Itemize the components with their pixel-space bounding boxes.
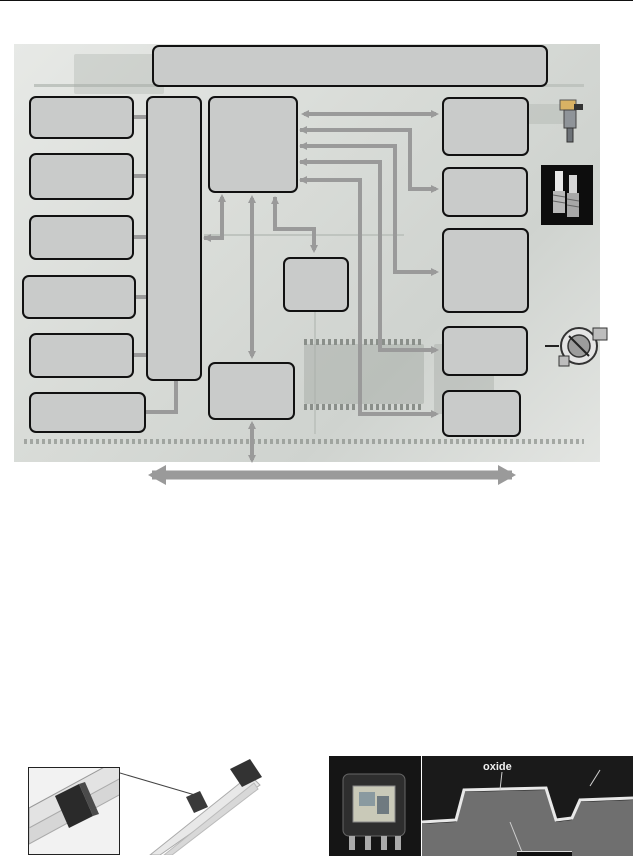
input-block-4 — [22, 275, 136, 319]
input-interface-block — [146, 96, 202, 381]
output-block-3 — [442, 228, 529, 313]
input-block-3 — [29, 215, 134, 260]
input-block-5 — [29, 333, 134, 378]
oxide-label: oxide — [483, 761, 512, 773]
top-bus-block — [152, 45, 548, 87]
output-block-2 — [442, 167, 528, 217]
diagram-arrows — [134, 110, 516, 485]
communication-block — [208, 362, 295, 420]
strain-gauge-photo — [119, 755, 280, 856]
input-block-6 — [29, 392, 146, 433]
output-block-4 — [442, 326, 528, 376]
microcontroller-block — [208, 96, 298, 193]
throttle-body-icon — [545, 316, 615, 376]
sensor-closeup-frame — [28, 767, 120, 855]
fuel-injector-icon — [556, 96, 588, 148]
output-block-5 — [442, 390, 521, 437]
spark-plug-icon — [541, 165, 593, 225]
memory-block — [283, 257, 349, 312]
page-top-rule — [0, 0, 633, 1]
sem-oxide-photo: oxide — [422, 756, 633, 856]
scale-bar — [517, 851, 572, 856]
output-block-1 — [442, 97, 529, 156]
input-block-1 — [29, 96, 134, 139]
sensor-chip-photo — [329, 756, 421, 856]
input-block-2 — [29, 153, 134, 200]
